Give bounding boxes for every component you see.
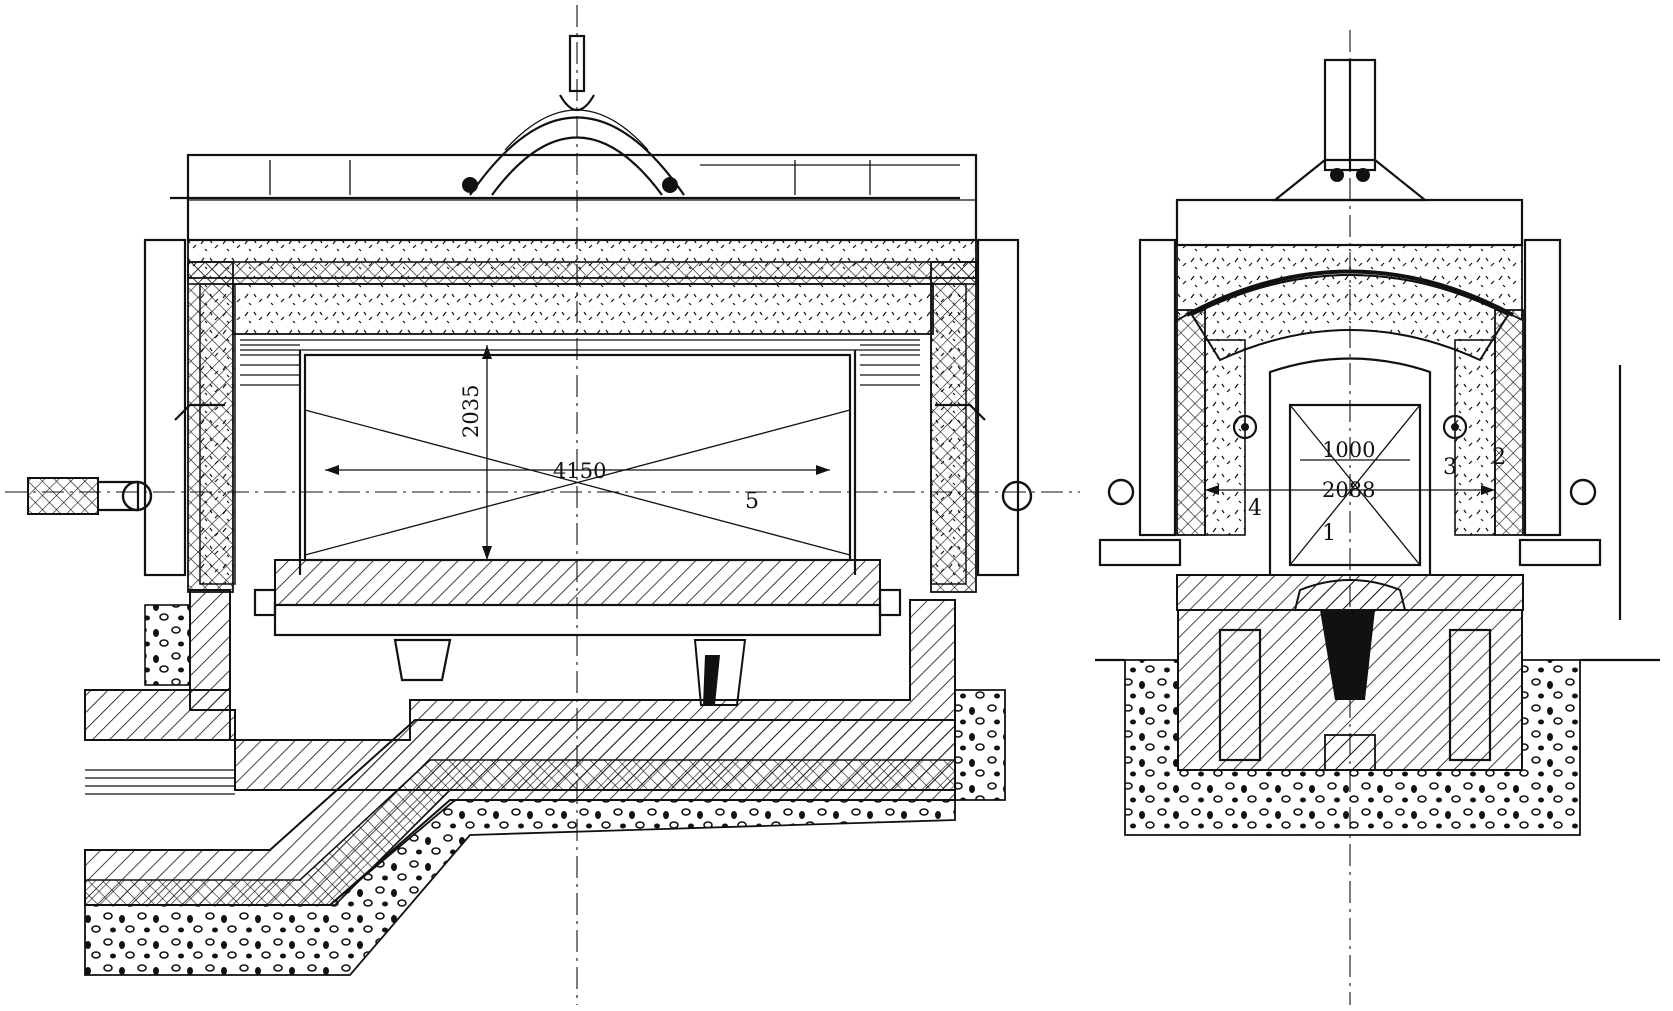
dimension-height-label: 2035 [459,385,483,438]
side-burners [27,403,1033,515]
end-right-wall-refractory [1454,339,1496,536]
callout-5: 5 [745,489,759,514]
callout-1: 1 [1322,521,1336,546]
end-left-frame [1138,238,1177,537]
end-work-chamber [1232,357,1468,575]
side-section-view: 2035 4150 5 [5,5,1080,1005]
dimension-length-label: 4150 [553,459,606,483]
cover-refractory-layer [232,283,934,335]
right-wall-refractory [930,283,967,585]
end-foundation [1095,574,1660,836]
hearth-car [253,559,902,637]
cover-insulation-layer [187,261,977,285]
dimension-lines [325,345,830,560]
cover-top-frame [170,153,978,242]
foundation-pit [84,589,1006,976]
left-outer-frame [143,238,187,577]
callout-4: 4 [1248,496,1262,521]
lifting-bail [462,34,685,196]
left-wall-refractory [199,283,236,585]
end-section-view: 1000 2088 3 2 4 1 [1095,30,1660,1005]
heating-elements [240,339,920,386]
dimension-outer-width-label: 2088 [1322,478,1375,502]
end-right-wall-insulation [1494,309,1524,536]
dimension-inner-width-label: 1000 [1322,438,1375,462]
end-right-frame [1523,238,1562,537]
callout-2: 2 [1492,445,1506,470]
callout-3: 3 [1443,455,1457,480]
end-left-wall-refractory [1204,339,1246,536]
right-outer-frame [976,238,1020,577]
end-dimension-lines [1205,459,1495,495]
end-side-fittings [1098,365,1622,620]
end-left-wall-insulation [1176,309,1206,536]
end-arch-insulation [1186,269,1514,317]
